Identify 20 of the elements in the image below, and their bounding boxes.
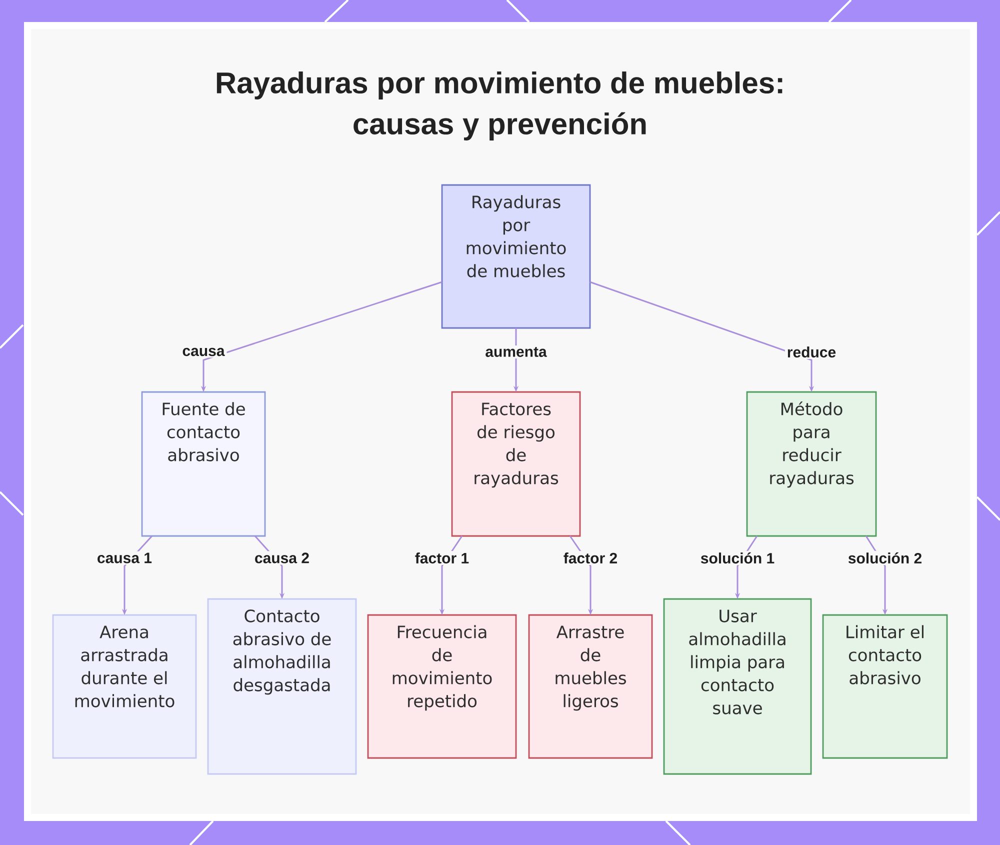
item-box: Contacto abrasivo de almohadilla desgastada [207, 598, 357, 775]
item-box: Arrastre de muebles ligeros [528, 614, 653, 759]
edge-label: factor 1 [412, 550, 472, 565]
edge-label: factor 2 [561, 550, 620, 565]
edge-label: causa 1 [94, 551, 154, 565]
item-box: Usar almohadilla limpia para contacto suave [663, 598, 812, 775]
edge-label: solución 1 [698, 550, 777, 566]
category-box: Método para reducir rayaduras [746, 391, 877, 537]
title: Rayaduras por movimiento de muebles: causas y prevención [216, 72, 782, 140]
edge-label: solución 2 [846, 550, 924, 566]
edge-label: aumenta [483, 346, 549, 358]
item-box: Arena arrastrada durante el movimiento [52, 614, 197, 759]
item-box: Frecuencia de movimiento repetido [367, 614, 517, 759]
edge-label: causa [180, 346, 227, 358]
topic-box: Rayaduras por movimiento de muebles [441, 184, 591, 329]
category-box: Fuente de contacto abrasivo [141, 391, 266, 537]
category-box: Factores de riesgo de rayaduras [451, 391, 581, 537]
edge-label: reduce [784, 344, 838, 359]
edge-label: causa 2 [252, 551, 312, 565]
item-box: Limitar el contacto abrasivo [822, 614, 948, 759]
